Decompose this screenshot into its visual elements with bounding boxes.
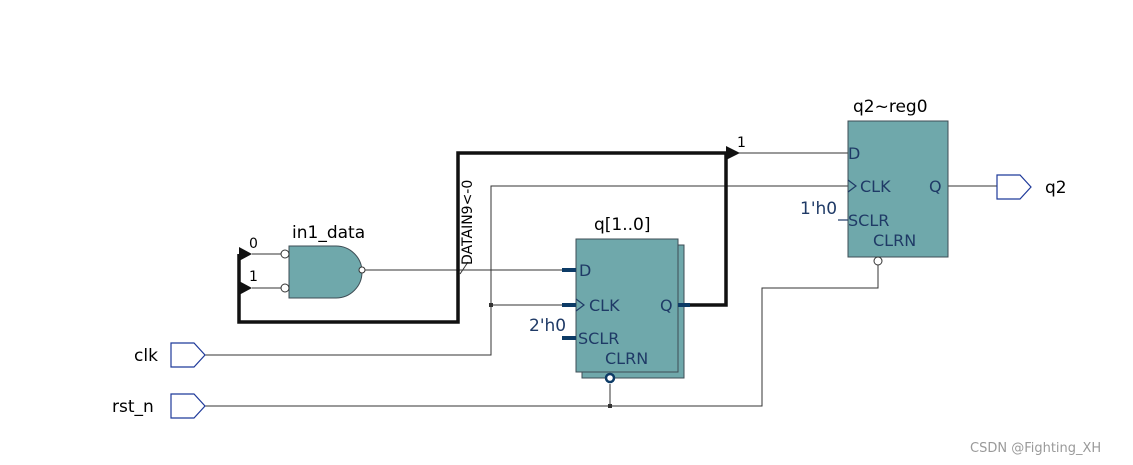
- register-q2-pin-sclr: SCLR: [848, 211, 889, 230]
- register-q-pin-clk: CLK: [589, 296, 620, 315]
- port-clk[interactable]: clk: [134, 342, 206, 368]
- port-rst-n[interactable]: rst_n: [112, 393, 206, 419]
- wires: [205, 152, 997, 408]
- register-q[interactable]: q[1..0] D CLK SCLR CLRN Q 2'h0: [529, 215, 690, 384]
- register-q-body: [575, 238, 679, 373]
- wire-rst-n: [205, 262, 879, 407]
- register-q-clrn-bubble: [604, 372, 616, 384]
- junction-rst: [608, 404, 612, 408]
- register-q-pin-d: D: [579, 261, 591, 280]
- bus-arrow-in1: [239, 281, 252, 295]
- and-gate-body: [288, 245, 363, 299]
- bus-index-label: 1: [737, 135, 746, 151]
- register-q-name: q[1..0]: [594, 215, 651, 235]
- port-q2[interactable]: q2: [996, 174, 1067, 200]
- gate-input-1-label: 1: [249, 269, 258, 285]
- buses: [237, 146, 740, 324]
- and-gate[interactable]: in1_data 0 1: [249, 223, 366, 299]
- register-q-pin-sclr: SCLR: [578, 329, 619, 348]
- register-q-pin-q: Q: [660, 296, 673, 315]
- register-q2-clk-triangle: [847, 179, 857, 193]
- register-q2-pin-d: D: [848, 144, 860, 163]
- register-q2-name: q2~reg0: [853, 97, 928, 117]
- port-q2-shape: [996, 174, 1032, 200]
- register-q2-pin-q: Q: [929, 177, 942, 196]
- gate-input-0-label: 0: [249, 236, 258, 252]
- register-q-pin-clrn: CLRN: [605, 349, 648, 368]
- bus-label: DATAIN9<-0: [460, 180, 476, 265]
- port-rst-n-label: rst_n: [112, 397, 154, 417]
- gate-name: in1_data: [292, 223, 365, 243]
- register-q2[interactable]: q2~reg0 D CLK SCLR CLRN Q 1'h0: [800, 97, 949, 266]
- gate-invert-bubble-1: [280, 283, 290, 293]
- register-q2-pin-clk: CLK: [860, 177, 891, 196]
- register-q2-body: [847, 120, 949, 258]
- bus-arrow-in0: [239, 247, 252, 261]
- port-clk-label: clk: [134, 346, 158, 366]
- register-q-clk-triangle: [575, 298, 585, 312]
- bus-q-out: [677, 153, 728, 307]
- watermark: CSDN @Fighting_XH: [970, 441, 1101, 456]
- register-q2-clrn-bubble: [873, 256, 883, 266]
- port-q2-label: q2: [1045, 178, 1067, 198]
- port-rst-n-shape: [170, 393, 206, 419]
- bus-feedback-loop: [237, 151, 727, 324]
- register-q2-sclr-value: 1'h0: [800, 199, 837, 219]
- register-q2-pin-clrn: CLRN: [873, 231, 916, 250]
- bus-arrow-top: [726, 146, 740, 160]
- register-q-sclr-value: 2'h0: [529, 316, 566, 336]
- port-clk-shape: [170, 342, 206, 368]
- gate-output-bubble: [358, 266, 366, 274]
- bus-slash: [459, 261, 469, 275]
- gate-invert-bubble-0: [280, 249, 290, 259]
- junction-clk: [489, 303, 493, 307]
